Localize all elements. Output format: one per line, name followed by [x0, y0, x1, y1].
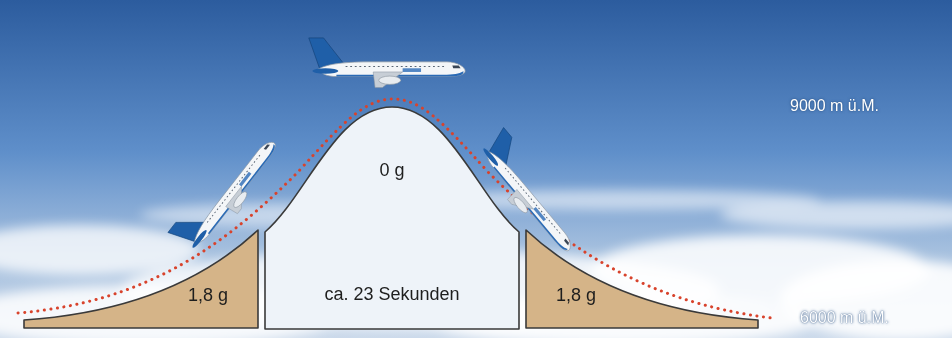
flight-path: [18, 99, 772, 318]
phase-shape: [24, 230, 258, 328]
weightless-phase: 0 g ca. 23 Sekunden: [264, 105, 520, 330]
phase-shape: [265, 107, 519, 329]
phase-outline: [24, 228, 260, 330]
g-force-value: 0 g: [379, 160, 404, 182]
phase-outline: [524, 228, 760, 330]
altitude-label: 6000 m ü.M.: [800, 308, 889, 327]
acceleration-phase: 1,8 g: [524, 228, 760, 330]
altitude-label: 9000 m ü.M.: [790, 96, 879, 115]
g-force-value: 1,8 g: [556, 285, 596, 307]
phase-shape: [526, 230, 758, 328]
duration-label: ca. 23 Sekunden: [324, 284, 459, 306]
acceleration-phase: 1,8 g: [24, 228, 260, 330]
airplane: [309, 38, 465, 88]
airplane: [168, 125, 286, 259]
airplane: [470, 128, 591, 260]
g-force-value: 1,8 g: [188, 285, 228, 307]
